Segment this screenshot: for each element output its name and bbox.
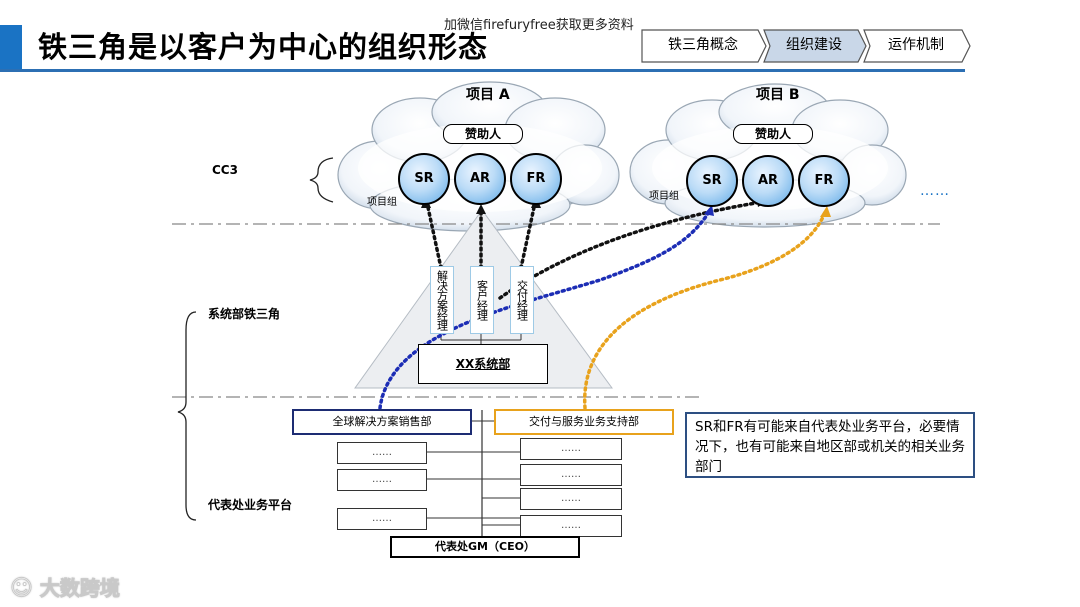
placeholder-box-right-4: …… (520, 515, 622, 537)
page-title: 铁三角是以客户为中心的组织形态 (38, 30, 489, 64)
bottom-watermark-logo: ☺ 大数跨境 (10, 572, 121, 602)
tab-org-building[interactable]: 组织建设 (786, 37, 842, 53)
delivery-support-box: 交付与服务业务支持部 (494, 409, 674, 435)
level-label-rep-office: 代表处业务平台 (208, 498, 293, 512)
tab-concept[interactable]: 铁三角概念 (668, 37, 738, 53)
project-b-role-fr: FR (798, 155, 850, 207)
top-watermark-text: 加微信firefuryfree获取更多资料 (444, 18, 634, 33)
watermark-text: 大数跨境 (39, 576, 120, 601)
header-rule (0, 69, 965, 72)
level-label-system-dept: 系统部铁三角 (208, 307, 281, 321)
placeholder-box-right-2: …… (520, 464, 622, 486)
project-a-role-ar: AR (454, 153, 506, 205)
rep-office-gm-box: 代表处GM（CEO） (390, 536, 580, 558)
placeholder-box-right-1: …… (520, 438, 622, 460)
solution-manager-box: 解决方案经理 (430, 266, 454, 334)
placeholder-box-left-1: …… (337, 442, 427, 464)
xx-system-dept-box: XX系统部 (418, 344, 548, 384)
project-b-team-label: 项目组 (649, 191, 679, 202)
project-a-team-label: 项目组 (367, 197, 397, 208)
placeholder-box-left-2: …… (337, 469, 427, 491)
delivery-manager-box: 交付经理 (510, 266, 534, 334)
tab-mechanism[interactable]: 运作机制 (888, 37, 944, 53)
project-a-role-fr: FR (510, 153, 562, 205)
watermark-logo-icon: ☺ (10, 576, 34, 602)
project-a-role-sr: SR (398, 153, 450, 205)
global-solution-sales-box: 全球解决方案销售部 (292, 409, 472, 435)
tab-chevrons (641, 29, 971, 63)
project-a-title: 项目 A (466, 87, 510, 103)
title-accent-bar (0, 25, 22, 69)
placeholder-box-right-3: …… (520, 488, 622, 510)
project-b-title: 项目 B (756, 87, 800, 103)
more-projects-ellipsis: …… (920, 183, 950, 199)
project-b-sponsor: 赞助人 (733, 124, 813, 144)
level-label-cc3: CC3 (212, 163, 238, 177)
customer-manager-box: 客户经理 (470, 266, 494, 334)
placeholder-box-left-3: …… (337, 508, 427, 530)
project-a-sponsor: 赞助人 (443, 124, 523, 144)
note-box: SR和FR有可能来自代表处业务平台，必要情况下，也有可能来自地区部或机关的相关业… (685, 412, 975, 478)
project-b-role-sr: SR (686, 155, 738, 207)
project-b-role-ar: AR (742, 155, 794, 207)
